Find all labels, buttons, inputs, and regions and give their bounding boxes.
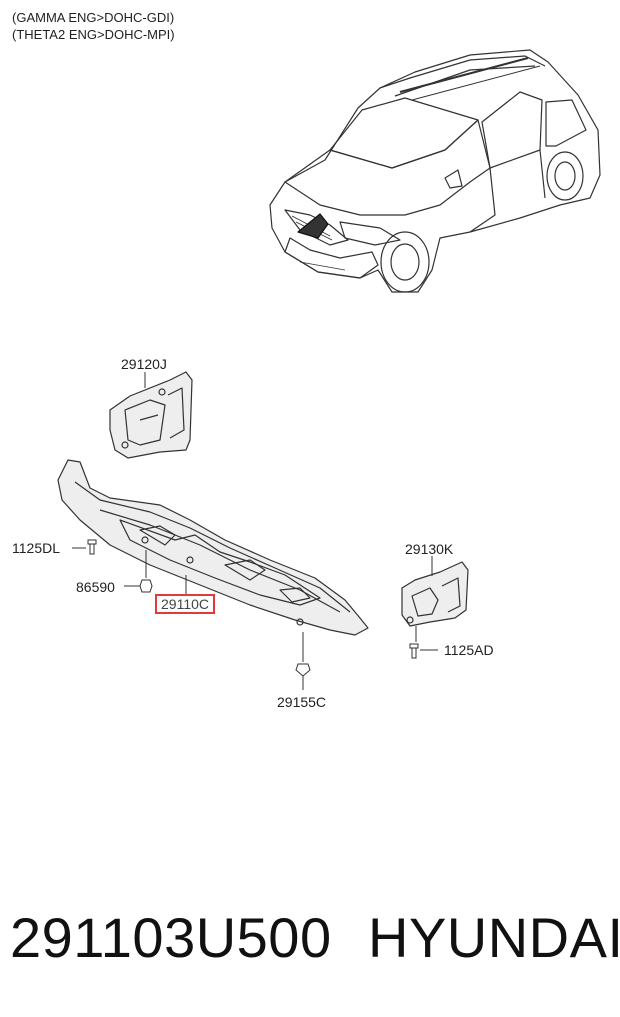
rear-wheel xyxy=(546,151,584,201)
headlight xyxy=(339,221,401,246)
windshield xyxy=(329,97,479,169)
callout-86590[interactable]: 86590 xyxy=(76,579,115,595)
callout-29130K[interactable]: 29130K xyxy=(405,541,454,557)
part-29120J-drawing xyxy=(109,371,193,459)
brand-label: HYUNDAI xyxy=(368,906,620,969)
callout-29155C[interactable]: 29155C xyxy=(277,694,327,710)
bolt-1125AD-icon xyxy=(409,643,438,659)
callout-29120J[interactable]: 29120J xyxy=(121,356,167,372)
engine-variant-line-2: (THETA2 ENG>DOHC-MPI) xyxy=(12,27,175,42)
nut-86590-icon xyxy=(124,579,153,593)
front-side-window xyxy=(481,91,543,169)
callout-1125DL[interactable]: 1125DL xyxy=(12,540,61,556)
callout-1125AD[interactable]: 1125AD xyxy=(444,642,494,658)
part-number-label: 291103U500 xyxy=(10,906,332,969)
callout-29110C[interactable]: 29110C xyxy=(155,594,216,614)
front-bumper xyxy=(284,237,379,279)
front-wheel xyxy=(380,231,430,293)
engine-variant-line-1: (GAMMA ENG>DOHC-GDI) xyxy=(12,10,175,25)
bolt-1125DL-icon xyxy=(72,539,97,555)
clip-29155C-icon xyxy=(295,632,311,690)
vehicle-illustration xyxy=(269,49,601,293)
part-29110C-drawing xyxy=(57,459,369,636)
vehicle-body-outline xyxy=(269,49,601,293)
rear-side-window xyxy=(545,99,587,147)
part-29130K-drawing xyxy=(401,561,469,627)
undercover-location-marker xyxy=(297,213,329,239)
